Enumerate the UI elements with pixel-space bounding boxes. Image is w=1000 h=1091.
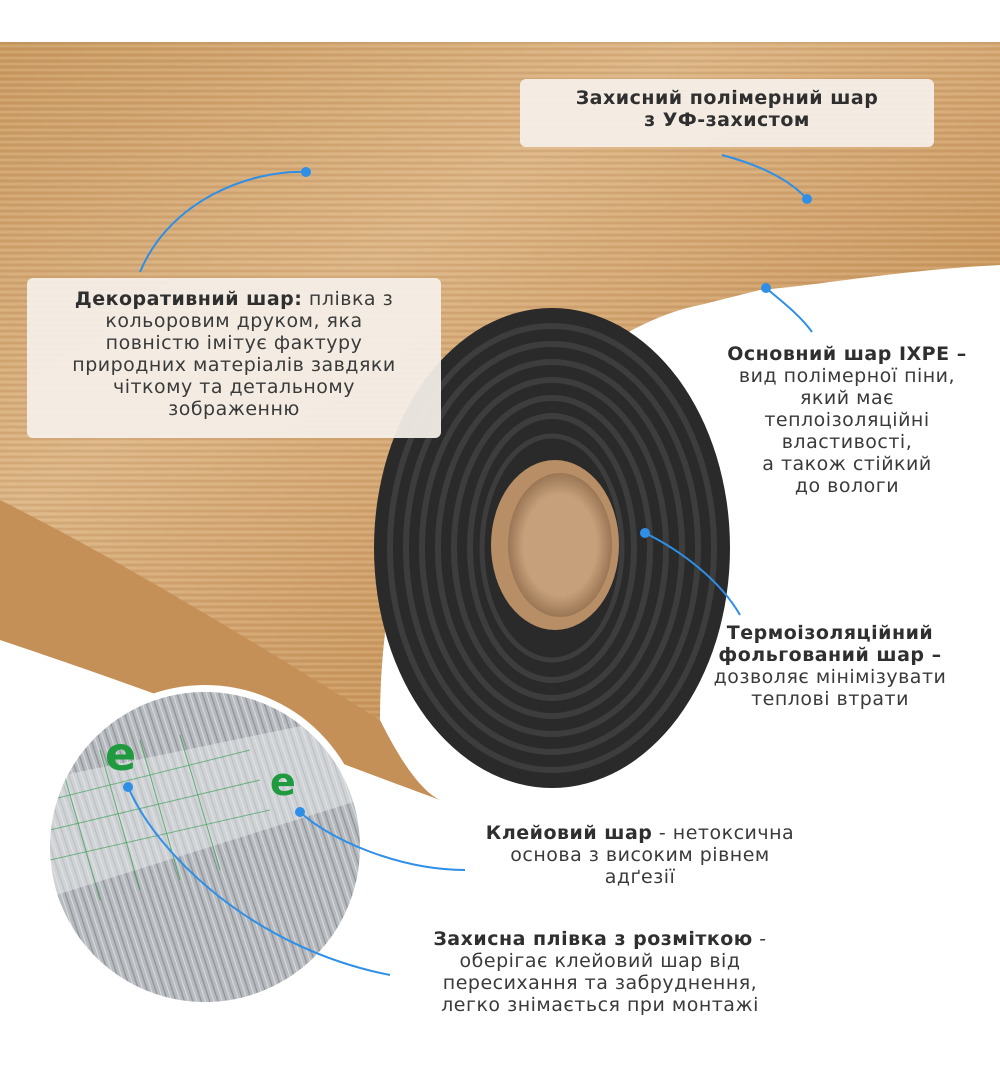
ixpe-title: Основний шар IXPE – xyxy=(727,343,967,365)
magnified-inset: e e xyxy=(43,685,367,1009)
ixpe-l6: а також стійкий xyxy=(762,453,932,475)
deco-l5: чіткому та детальному xyxy=(112,376,356,398)
foil-l4: теплові втрати xyxy=(751,688,909,710)
decorative-layer-callout: Декоративний шар: плівка з кольоровим др… xyxy=(27,278,441,438)
glue-l2: основа з високим рівнем xyxy=(510,844,770,866)
glue-l3: адґезії xyxy=(604,866,676,888)
protective-film-callout: Захисна плівка з розміткою - оберігає кл… xyxy=(395,928,805,1016)
svg-text:e: e xyxy=(270,760,296,804)
ixpe-l7: до вологи xyxy=(794,475,900,497)
deco-l1: плівка з xyxy=(302,288,394,310)
adhesive-layer-callout: Клейовий шар - нетоксична основа з висок… xyxy=(455,822,825,888)
deco-title: Декоративний шар: xyxy=(74,288,303,310)
foil-l3: дозволяє мінімізувати xyxy=(713,666,947,688)
foil-title1: Термоізоляційний xyxy=(726,622,934,644)
film-l2: оберігає клейовий шар від xyxy=(459,950,741,972)
film-l3: пересихання та забруднення, xyxy=(442,972,758,994)
film-l1: - xyxy=(752,928,767,950)
uv-line2: з УФ-захистом xyxy=(644,109,810,131)
deco-l6: зображенню xyxy=(168,398,300,420)
film-l4: легко знімається при монтажі xyxy=(441,994,759,1016)
svg-text:e: e xyxy=(105,727,136,781)
film-title: Захисна плівка з розміткою xyxy=(433,928,753,950)
ixpe-l2: вид полімерної піни, xyxy=(738,365,956,387)
ixpe-layer-callout: Основний шар IXPE – вид полімерної піни,… xyxy=(712,343,982,497)
glue-l1: - нетоксична xyxy=(652,822,795,844)
ixpe-l5: властивості, xyxy=(781,431,913,453)
deco-l2: кольоровим друком, яка xyxy=(105,310,363,332)
foil-title2: фольгований шар – xyxy=(718,644,942,666)
deco-l3: повністю імітує фактуру xyxy=(105,332,363,354)
uv-layer-callout: Захисний полімерний шар з УФ-захистом xyxy=(520,79,934,147)
glue-title: Клейовий шар xyxy=(485,822,653,844)
pointer-lines xyxy=(127,154,813,976)
ixpe-l3: який має xyxy=(799,387,895,409)
ixpe-l4: теплоізоляційні xyxy=(764,409,930,431)
deco-l4: природних матеріалів завдяки xyxy=(72,354,396,376)
uv-line1: Захисний полімерний шар xyxy=(575,87,879,109)
foil-layer-callout: Термоізоляційний фольгований шар – дозво… xyxy=(680,622,980,710)
pointer-dots xyxy=(123,167,812,817)
